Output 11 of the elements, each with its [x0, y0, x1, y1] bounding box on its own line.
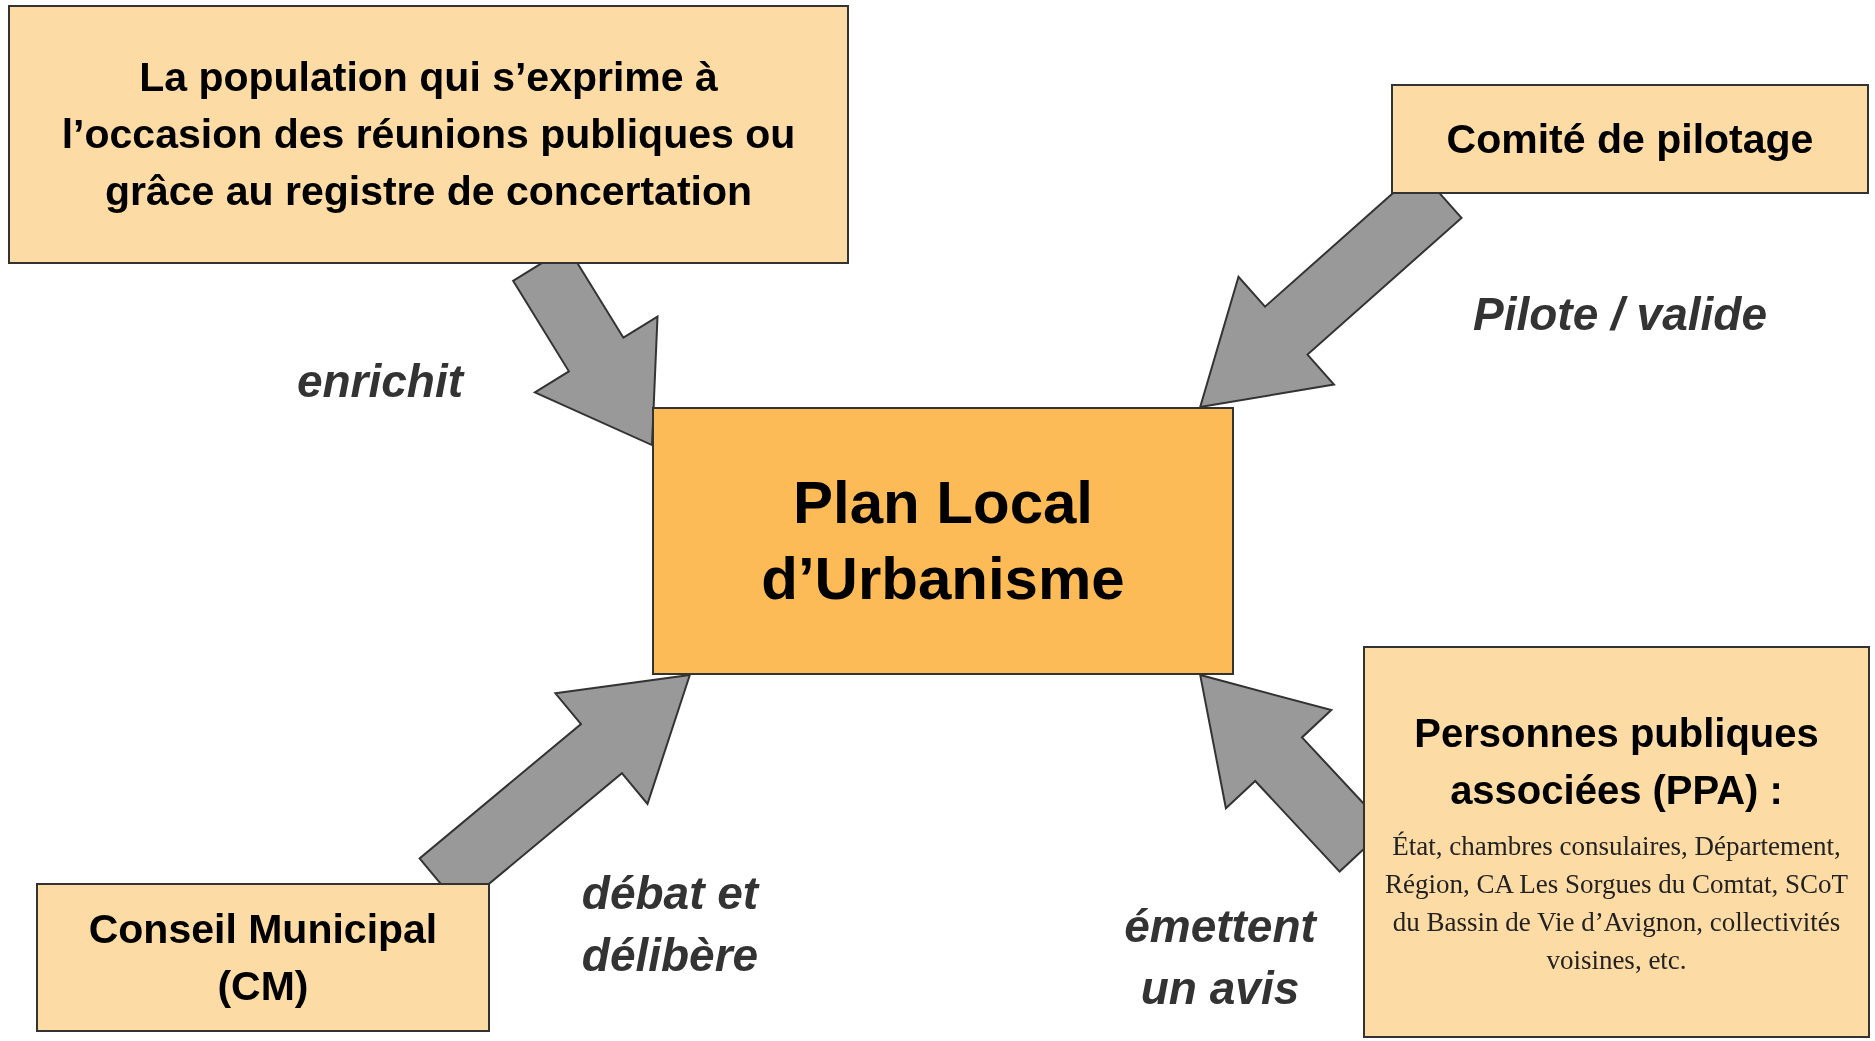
text-box	[1363, 646, 1870, 1038]
text-box	[36, 883, 490, 1032]
box-description: État, chambres consulaires, Département, Région, CA Les Sorgues du Comtat, SCoT du Bassin de Vie d’Avignon, collectivités voisines, etc.	[1384, 830, 1849, 977]
box-heading: Conseil Municipal (CM)	[87, 904, 439, 1011]
box-heading: La population qui s’exprime à l’occasion des réunions publiques ou grâce au registre de concertation	[60, 53, 797, 216]
text-box	[8, 5, 849, 264]
box-heading: Personnes publiques associées (PPA) :	[1413, 710, 1820, 814]
box-heading: Comité de pilotage	[1446, 114, 1814, 164]
box-label: Plan Local d’Urbanisme	[760, 468, 1126, 614]
text-box	[652, 407, 1234, 675]
text-box	[1391, 84, 1869, 194]
